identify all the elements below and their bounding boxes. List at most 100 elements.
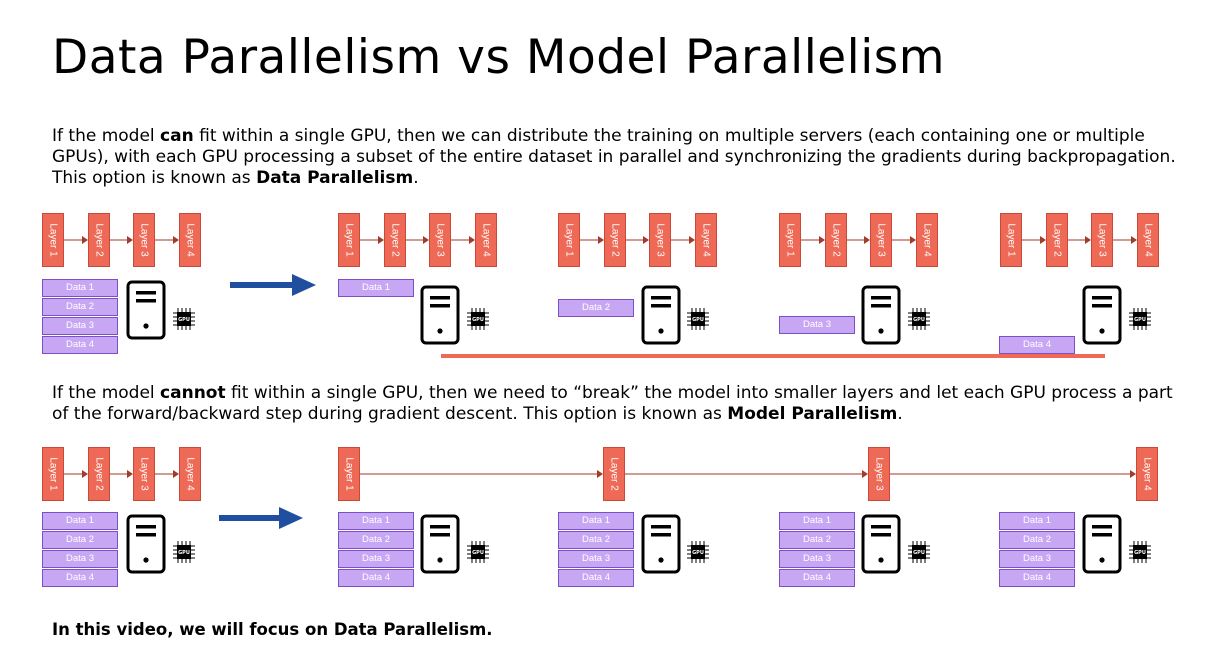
gpu-chip-icon: GPU	[173, 308, 195, 330]
connector-arrow	[847, 236, 870, 244]
footer-note: In this video, we will focus on Data Par…	[52, 620, 493, 639]
layer-label: Layer 1	[47, 457, 59, 491]
gradient-sync-line	[441, 354, 1105, 358]
layer-block: Layer 3	[868, 447, 890, 501]
layer-label: Layer 3	[138, 223, 150, 257]
layer-block: Layer 4	[916, 213, 938, 267]
connector-arrow	[155, 236, 179, 244]
gpu-chip-icon: GPU	[173, 541, 195, 563]
gpu-chip-icon: GPU	[908, 308, 930, 330]
data-block: Data 4	[999, 336, 1075, 354]
layer-block: Layer 4	[1136, 447, 1158, 501]
gpu-label: GPU	[913, 317, 925, 323]
data-block: Data 3	[42, 317, 118, 335]
connector-arrow	[64, 470, 88, 478]
page-title: Data Parallelism vs Model Parallelism	[52, 30, 946, 85]
connector-arrow	[110, 470, 133, 478]
data-block: Data 4	[42, 569, 118, 587]
data-block: Data 1	[42, 512, 118, 530]
gpu-chip-icon: GPU	[687, 308, 709, 330]
connector-arrow	[801, 236, 825, 244]
layer-block: Layer 1	[558, 213, 580, 267]
server-icon	[126, 280, 166, 340]
server-icon	[641, 285, 681, 345]
data-block: Data 1	[999, 512, 1075, 530]
gpu-label: GPU	[1134, 317, 1146, 323]
layer-block: Layer 1	[338, 213, 360, 267]
connector-arrow	[1113, 236, 1137, 244]
layer-label: Layer 1	[784, 223, 796, 257]
data-block: Data 1	[42, 279, 118, 297]
layer-label: Layer 2	[389, 223, 401, 257]
server-icon	[861, 514, 901, 574]
connector-arrow	[110, 236, 133, 244]
layer-block: Layer 3	[429, 213, 451, 267]
connector-arrow	[64, 236, 88, 244]
server-icon	[126, 514, 166, 574]
layer-block: Layer 2	[825, 213, 847, 267]
server-icon	[420, 285, 460, 345]
data-block: Data 2	[42, 531, 118, 549]
connector-arrow	[580, 236, 604, 244]
data-block: Data 4	[558, 569, 634, 587]
layer-label: Layer 1	[343, 223, 355, 257]
data-block: Data 3	[779, 316, 855, 334]
layer-block: Layer 4	[179, 447, 201, 501]
layer-label: Layer 2	[608, 457, 620, 491]
gpu-label: GPU	[692, 317, 704, 323]
layer-block: Layer 2	[604, 213, 626, 267]
connector-arrow	[625, 470, 868, 478]
data-block: Data 1	[338, 279, 414, 297]
layer-label: Layer 1	[1005, 223, 1017, 257]
gpu-chip-icon: GPU	[687, 541, 709, 563]
layer-block: Layer 1	[42, 213, 64, 267]
server-icon	[1082, 514, 1122, 574]
connector-arrow	[892, 236, 916, 244]
layer-label: Layer 4	[184, 223, 196, 257]
data-block: Data 1	[779, 512, 855, 530]
layer-label: Layer 2	[609, 223, 621, 257]
gpu-label: GPU	[692, 550, 704, 556]
gpu-chip-icon: GPU	[467, 541, 489, 563]
data-block: Data 1	[338, 512, 414, 530]
layer-label: Layer 2	[93, 223, 105, 257]
layer-label: Layer 3	[434, 223, 446, 257]
gpu-chip-icon: GPU	[1129, 541, 1151, 563]
gpu-chip-icon: GPU	[1129, 308, 1151, 330]
layer-block: Layer 1	[42, 447, 64, 501]
connector-arrow	[1068, 236, 1091, 244]
layer-label: Layer 3	[875, 223, 887, 257]
layer-label: Layer 2	[93, 457, 105, 491]
layer-label: Layer 1	[343, 457, 355, 491]
model-parallelism-description: If the model cannot fit within a single …	[52, 383, 1173, 424]
layer-label: Layer 2	[830, 223, 842, 257]
big-right-arrow	[230, 274, 316, 296]
data-block: Data 2	[999, 531, 1075, 549]
server-icon	[641, 514, 681, 574]
layer-block: Layer 2	[384, 213, 406, 267]
gpu-label: GPU	[178, 550, 190, 556]
gpu-label: GPU	[472, 317, 484, 323]
data-block: Data 3	[999, 550, 1075, 568]
layer-label: Layer 4	[1142, 223, 1154, 257]
gpu-label: GPU	[913, 550, 925, 556]
layer-label: Layer 4	[700, 223, 712, 257]
data-block: Data 3	[779, 550, 855, 568]
layer-block: Layer 1	[1000, 213, 1022, 267]
data-block: Data 2	[779, 531, 855, 549]
layer-label: Layer 4	[921, 223, 933, 257]
data-block: Data 2	[558, 531, 634, 549]
data-block: Data 4	[999, 569, 1075, 587]
connector-arrow	[626, 236, 649, 244]
layer-label: Layer 4	[1141, 457, 1153, 491]
layer-block: Layer 2	[603, 447, 625, 501]
layer-block: Layer 3	[649, 213, 671, 267]
layer-block: Layer 4	[179, 213, 201, 267]
data-block: Data 4	[779, 569, 855, 587]
layer-block: Layer 3	[133, 447, 155, 501]
layer-block: Layer 4	[475, 213, 497, 267]
connector-arrow	[1022, 236, 1046, 244]
layer-block: Layer 1	[779, 213, 801, 267]
layer-label: Layer 3	[1096, 223, 1108, 257]
layer-block: Layer 2	[88, 213, 110, 267]
